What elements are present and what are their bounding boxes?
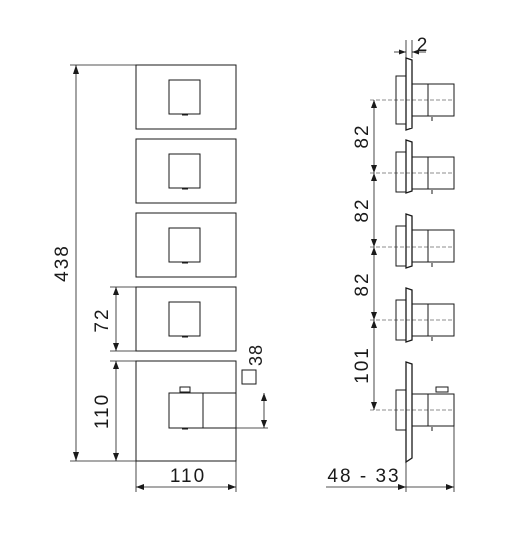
side-module-4 — [370, 287, 455, 343]
dim-label-depth: 48 - 33 — [327, 466, 400, 487]
dimension-total-height: 438 — [52, 64, 136, 462]
side-module-2 — [370, 139, 455, 194]
dimension-plate-thickness: 2 — [394, 35, 430, 58]
dim-label-total-height: 438 — [52, 244, 73, 282]
dim-label-spacing-1: 82 — [352, 123, 373, 148]
control-plate-2 — [135, 138, 237, 204]
control-plate-3 — [135, 212, 237, 278]
dimension-spacing-chain: 82 82 82 101 — [352, 100, 377, 410]
dim-label-plate-height: 72 — [92, 307, 113, 332]
side-module-3 — [370, 213, 455, 269]
dimension-square-knob: 38 — [236, 344, 268, 429]
dim-label-spacing-2: 82 — [352, 197, 373, 222]
control-plate-1 — [135, 64, 237, 130]
dimension-bottom-plate-height: 110 — [92, 360, 136, 461]
dimension-plate-height: 72 — [92, 286, 136, 352]
dim-label-square-knob: 38 — [246, 344, 266, 366]
dim-label-spacing-3: 82 — [352, 271, 373, 296]
thermostat-plate — [135, 360, 237, 462]
control-plate-4 — [135, 286, 237, 352]
dimension-depth: 48 - 33 — [326, 426, 455, 492]
dim-label-bottom-plate-height: 110 — [92, 393, 113, 429]
front-view: 438 72 110 110 — [52, 64, 268, 492]
side-module-thermostat — [370, 361, 455, 464]
dimension-width: 110 — [135, 461, 237, 492]
side-module-1 — [370, 57, 455, 131]
side-view: 82 82 82 101 2 48 - 33 — [326, 35, 455, 492]
dim-label-spacing-bottom: 101 — [352, 346, 373, 384]
dim-label-plate-thickness: 2 — [417, 35, 430, 56]
dim-label-width: 110 — [170, 466, 206, 487]
